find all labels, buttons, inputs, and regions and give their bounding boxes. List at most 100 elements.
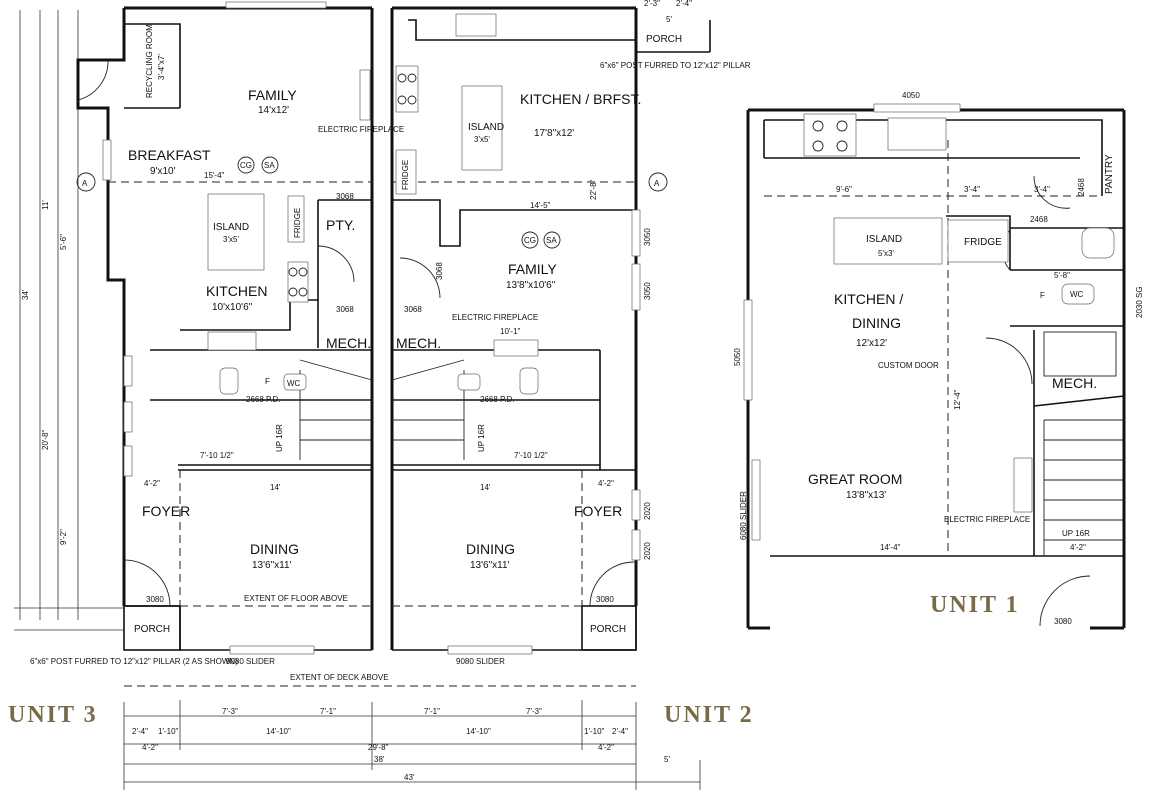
u3-pty: PTY. <box>326 217 355 233</box>
unit1-fixtures <box>803 103 1115 513</box>
dim-7-1a: 7'-1" <box>320 707 336 716</box>
u3-post-note: 6"x6" POST FURRED TO 12"x12" PILLAR (2 A… <box>30 657 238 666</box>
u3-fridge: FRIDGE <box>293 208 302 238</box>
u3-island-size: 3'x5' <box>223 235 239 244</box>
unit2-labels: KITCHEN / BRFST. 17'8"x12' ISLAND 3'x5' … <box>396 34 751 666</box>
u2-fridge: FRIDGE <box>401 160 410 190</box>
svg-text:A: A <box>82 179 88 188</box>
common-notes: EXTENT OF FLOOR ABOVE EXTENT OF DECK ABO… <box>124 594 636 687</box>
dim-14-10a: 14'-10" <box>266 727 291 736</box>
u1-dim-9-6: 9'-6" <box>836 185 852 194</box>
u1-dim-4-2: 4'-2" <box>1070 543 1086 552</box>
u1-great-room: GREAT ROOM <box>808 471 902 487</box>
u3-wc: WC <box>287 379 301 388</box>
dim-1-10b: 1'-10" <box>584 727 605 736</box>
dim-4-2a: 4'-2" <box>142 743 158 752</box>
u1-dim-3-4b: 3'-4" <box>1034 185 1050 194</box>
svg-text:A: A <box>654 179 660 188</box>
section-markers: A A <box>76 172 668 192</box>
unit3-walls <box>76 6 374 651</box>
u1-pantry: PANTRY <box>1104 154 1115 194</box>
unit3-labels: FAMILY 14'x12' RECYCLING ROOM 3'-4"x7' B… <box>30 24 404 666</box>
u2-door-3068b: 3068 <box>404 305 422 314</box>
dim-14-10b: 14'-10" <box>466 727 491 736</box>
unit1-title: UNIT 1 <box>930 592 1020 618</box>
unit3-doors <box>77 59 355 607</box>
u3-fireplace: ELECTRIC FIREPLACE <box>318 125 404 134</box>
unit3-title: UNIT 3 <box>8 702 98 728</box>
u1-kitchen: KITCHEN / <box>834 291 903 307</box>
u1-slider: 6080 SLIDER <box>739 491 748 540</box>
dim-20-8: 20'-8" <box>41 429 50 450</box>
u2-slider: 9080 SLIDER <box>456 657 505 666</box>
dim-43: 43' <box>404 773 415 782</box>
u1-island-size: 5'x3' <box>878 249 894 258</box>
u3-door-2668: 2668 P.D. <box>246 395 281 404</box>
u3-breakfast: BREAKFAST <box>128 147 211 163</box>
dim-2-4a: 2'-4" <box>132 727 148 736</box>
u1-f: F <box>1040 291 1045 300</box>
u3-f: F <box>265 377 270 386</box>
u3-dining-size: 13'6"x11' <box>252 560 292 571</box>
u1-door-2468b: 2468 <box>1077 178 1086 196</box>
u3-kitchen-size: 10'x10'6" <box>212 302 253 313</box>
dim-4-2c: 4'-2" <box>144 479 160 488</box>
unit3-windows <box>102 1 327 477</box>
unit2-slider <box>447 645 533 655</box>
u1-win-5050: 5050 <box>733 348 742 366</box>
dim-34: 34' <box>21 289 30 300</box>
unit2-windows <box>631 209 641 561</box>
unit3-slider <box>229 645 315 655</box>
u2-family: FAMILY <box>508 261 557 277</box>
u2-island: ISLAND <box>468 122 504 133</box>
u1-door-3080: 3080 <box>1054 617 1072 626</box>
bottom-dimensions: 7'-3" 7'-1" 7'-1" 7'-3" 2'-4" 1'-10" 14'… <box>123 0 701 790</box>
dim-7-3a: 7'-3" <box>222 707 238 716</box>
u1-win-4050: 4050 <box>902 91 920 100</box>
u3-up: UP 16R <box>275 424 284 452</box>
u1-kitchen-size: 12'x12' <box>856 338 887 349</box>
dim-9-2: 9'-2" <box>59 529 68 545</box>
dim-7-10b: 7'-10 1/2" <box>514 451 548 460</box>
dim-7-1b: 7'-1" <box>424 707 440 716</box>
u2-island-size: 3'x5' <box>474 135 490 144</box>
unit2-title: UNIT 2 <box>664 702 754 728</box>
u2-post-note: 6"x6" POST FURRED TO 12"x12" PILLAR <box>600 61 751 70</box>
extent-deck: EXTENT OF DECK ABOVE <box>290 673 389 682</box>
dim-4-2b: 4'-2" <box>598 743 614 752</box>
dim-10-1: 10'-1" <box>500 327 521 336</box>
u2-win-2020a: 2020 <box>643 502 652 520</box>
u2-door-3068a: 3068 <box>435 262 444 280</box>
dim-2-4top: 2'-4" <box>676 0 692 8</box>
u3-dining: DINING <box>250 541 299 557</box>
u1-dim-3-4a: 3'-4" <box>964 185 980 194</box>
dim-11: 11' <box>41 200 50 210</box>
unit3-fixtures <box>207 69 371 395</box>
dim-38: 38' <box>374 755 385 764</box>
dim-2-3: 2'-3" <box>644 0 660 8</box>
u1-mech: MECH. <box>1052 375 1097 391</box>
u1-wc: WC <box>1070 290 1084 299</box>
u1-fridge: FRIDGE <box>964 237 1002 248</box>
dim-5: 5' <box>664 755 670 764</box>
u3-family: FAMILY <box>248 87 297 103</box>
left-dimension-lines: 34' 20'-8" 9'-2" 11' 5'-6" <box>14 10 124 631</box>
u1-dim-14-4: 14'-4" <box>880 543 901 552</box>
u2-up: UP 16R <box>477 424 486 452</box>
u2-door-3080: 3080 <box>596 595 614 604</box>
u3-slider: 9080 SLIDER <box>226 657 275 666</box>
u2-win-3050a: 3050 <box>643 228 652 246</box>
dim-22-8: 22'-8" <box>589 179 598 200</box>
u1-door-2030: 2030 SG <box>1135 286 1144 318</box>
u3-kitchen: KITCHEN <box>206 283 267 299</box>
dim-14b: 14' <box>480 483 491 492</box>
u2-dining-size: 13'6"x11' <box>470 560 510 571</box>
u2-dining: DINING <box>466 541 515 557</box>
unit2-fixtures <box>395 13 561 395</box>
u2-cg: CG <box>524 236 536 245</box>
dim-1-10a: 1'-10" <box>158 727 179 736</box>
dim-7-10a: 7'-10 1/2" <box>200 451 234 460</box>
unit3-stairs <box>299 359 373 460</box>
u1-great-size: 13'8"x13' <box>846 490 886 501</box>
u3-recycling: RECYCLING ROOM <box>145 24 154 98</box>
